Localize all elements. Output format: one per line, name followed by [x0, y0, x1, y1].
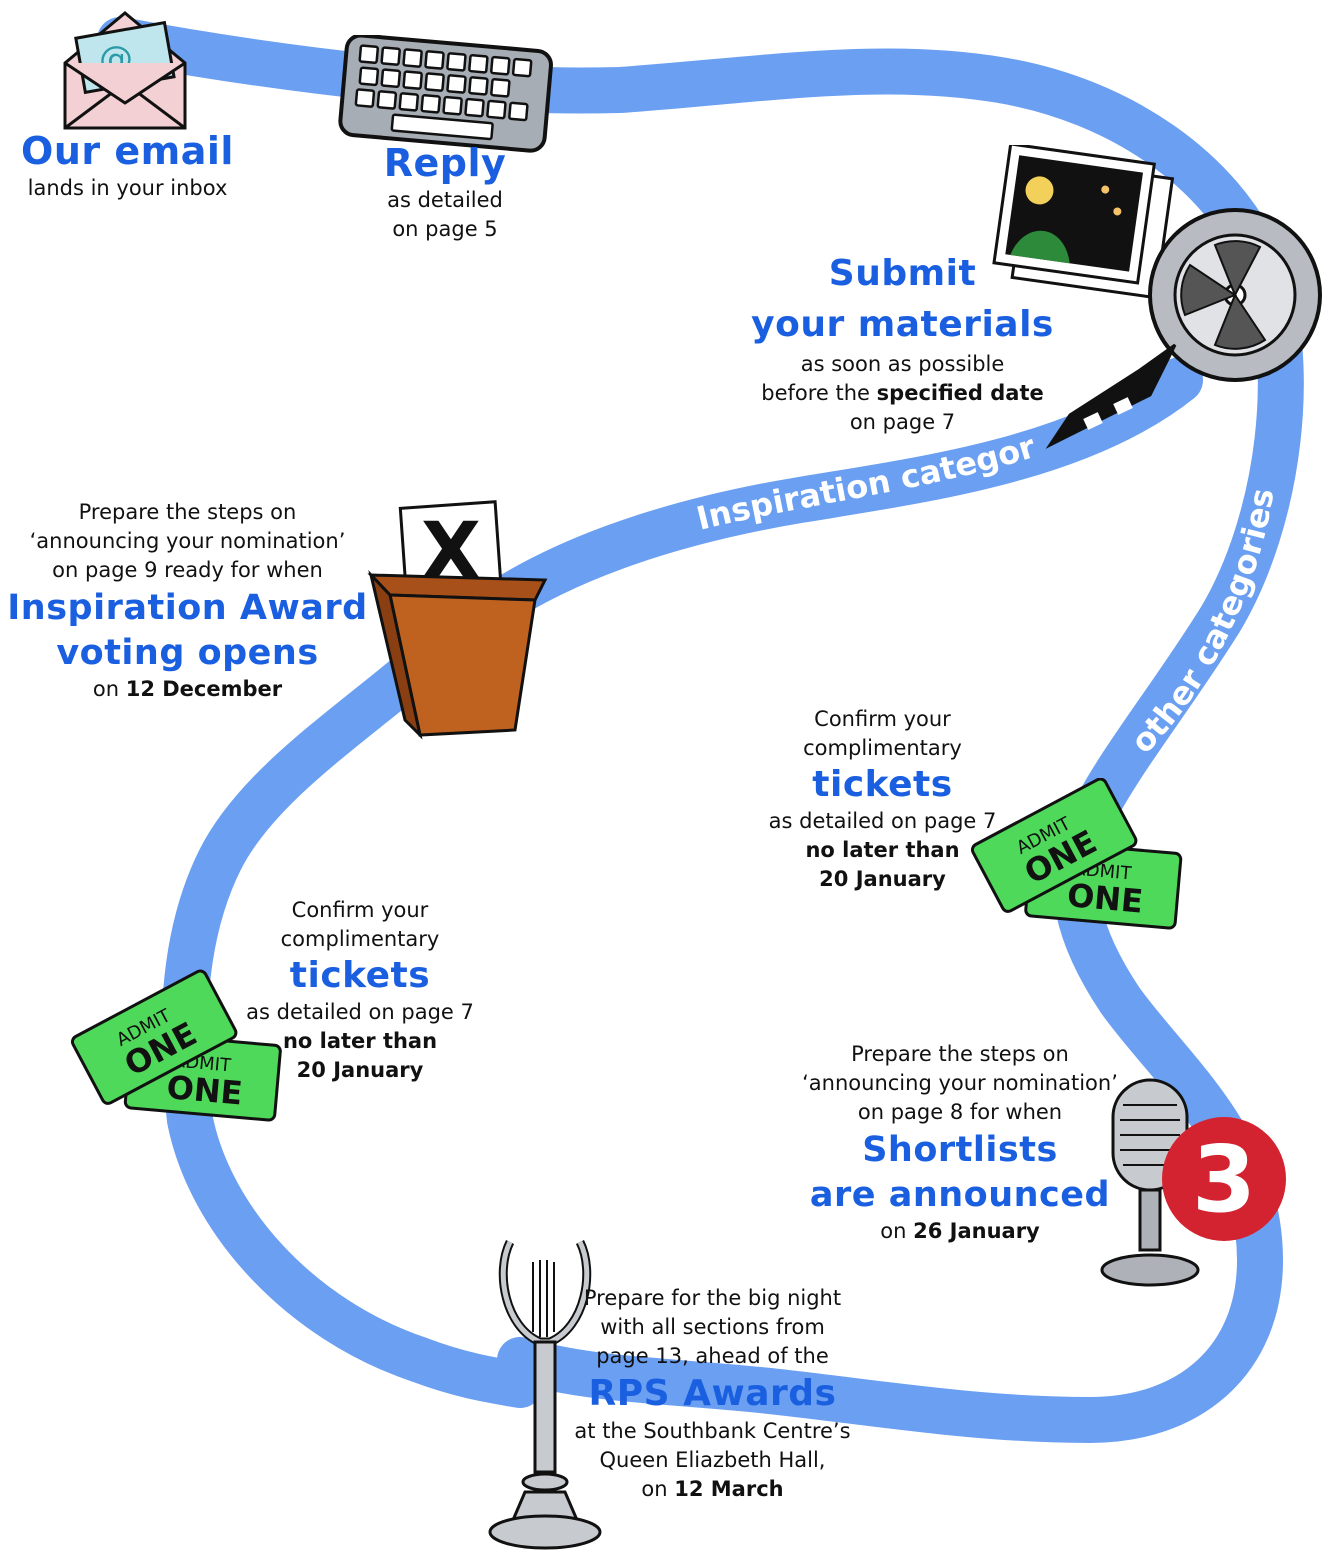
keyboard-icon [338, 35, 553, 153]
keyboard-key [490, 78, 511, 98]
awards-date: on 12 March [641, 1477, 784, 1501]
email-title: Our email [21, 129, 234, 173]
tickets-left-title: tickets [289, 955, 431, 996]
svg-text:3: 3 [1192, 1126, 1256, 1233]
tickets-left-pre-1: Confirm your [291, 898, 429, 922]
voting-pre-1: Prepare the steps on [78, 500, 297, 524]
shortlists-pre-3: on page 8 for when [857, 1100, 1063, 1124]
number-three-badge: 3 [1162, 1117, 1286, 1241]
voting-title-1: Inspiration Award [7, 588, 368, 628]
email-line: lands in your inbox [27, 176, 228, 200]
tickets-left-bold-1: no later than [282, 1029, 438, 1053]
keyboard-key [402, 70, 423, 90]
keyboard-key [402, 48, 423, 68]
keyboard-key [442, 95, 463, 116]
envelope-icon: @ [63, 11, 187, 130]
tickets-left-bold-2: 20 January [296, 1058, 424, 1082]
keyboard-key [464, 97, 485, 118]
awards-line-2: Queen Eliazbeth Hall, [599, 1448, 826, 1472]
keyboard-key [486, 99, 507, 120]
keyboard-key [424, 72, 445, 92]
reply-title: Reply [383, 141, 507, 185]
step-rps-awards: Prepare for the big night with all secti… [565, 1284, 860, 1504]
shortlists-pre-1: Prepare the steps on [851, 1042, 1069, 1066]
keyboard-key [358, 66, 380, 87]
submit-line-1: as soon as possible [800, 352, 1005, 376]
keyboard-key [490, 55, 511, 76]
keyboard-key [380, 46, 401, 66]
submit-line-3: on page 7 [849, 410, 956, 434]
keyboard-key [420, 93, 441, 114]
other-categories-label: other categories [1123, 486, 1281, 761]
step-submit: Submit your materials as soon as possibl… [750, 248, 1055, 437]
keyboard-key [380, 68, 402, 89]
step-reply: Reply as detailed on page 5 [355, 140, 535, 244]
keyboard-key [468, 53, 489, 74]
keyboard-key [508, 101, 529, 122]
awards-pre-3: page 13, ahead of the [596, 1344, 829, 1368]
svg-text:ONE: ONE [165, 1068, 244, 1112]
reply-line-1: as detailed [387, 188, 503, 212]
shortlists-title-1: Shortlists [862, 1130, 1058, 1170]
voting-pre-2: ‘announcing your nomination’ [29, 529, 346, 553]
step-our-email: Our email lands in your inbox [20, 128, 235, 203]
keyboard-key [446, 52, 467, 72]
tickets-right-title: tickets [812, 764, 953, 805]
awards-pre-2: with all sections from [600, 1315, 825, 1339]
keyboard-key [511, 57, 533, 78]
tickets-left-pre-2: complimentary [280, 927, 440, 951]
submit-line-2: before the specified date [761, 381, 1044, 405]
shortlists-title-2: are announced [809, 1175, 1111, 1215]
shortlists-date: on 26 January [880, 1219, 1040, 1243]
keyboard-key [376, 90, 398, 110]
tickets-right-pre-2: complimentary [803, 736, 962, 760]
tickets-right-bold-1: no later than [805, 838, 960, 862]
submit-title-1: Submit [828, 253, 977, 294]
admit-one-tickets-icon-right: ADMIT ONE ADMIT ONE [970, 778, 1183, 930]
step-tickets-left: Confirm your complimentary tickets as de… [240, 896, 480, 1085]
tickets-left-line-1: as detailed on page 7 [246, 1000, 474, 1024]
keyboard-key [358, 44, 380, 64]
reply-line-2: on page 5 [392, 217, 498, 241]
step-inspiration-voting: Prepare the steps on ‘announcing your no… [5, 498, 370, 704]
tickets-right-pre-1: Confirm your [814, 707, 951, 731]
keyboard-key [424, 50, 445, 70]
awards-line-1: at the Southbank Centre’s [574, 1419, 851, 1443]
awards-pre-1: Prepare for the big night [583, 1286, 842, 1310]
voting-pre-3: on page 9 ready for when [52, 558, 323, 582]
voting-title-2: voting opens [56, 633, 319, 673]
step-tickets-right: Confirm your complimentary tickets as de… [760, 705, 1005, 894]
road-segment-top [97, 17, 1304, 1443]
keyboard-spacebar [390, 113, 494, 141]
awards-title: RPS Awards [588, 1373, 837, 1414]
tickets-right-line-1: as detailed on page 7 [768, 809, 997, 833]
voting-date: on 12 December [92, 677, 283, 701]
step-shortlists: Prepare the steps on ‘announcing your no… [800, 1040, 1120, 1246]
tickets-right-bold-2: 20 January [819, 867, 946, 891]
keyboard-key [468, 76, 489, 96]
submit-title-2: your materials [751, 304, 1054, 345]
svg-text:ONE: ONE [1066, 876, 1145, 920]
keyboard-key [354, 88, 376, 108]
lyre-trophy-icon [488, 1239, 602, 1550]
admit-one-tickets-icon-left: ADMIT ONE ADMIT ONE [70, 969, 282, 1122]
photos-film-reel-icon [992, 145, 1322, 449]
shortlists-pre-2: ‘announcing your nomination’ [802, 1071, 1118, 1095]
road-segment-inspiration [161, 357, 1203, 1408]
ballot-box-icon: X [367, 500, 548, 740]
keyboard-key [398, 92, 420, 112]
keyboard-key [446, 74, 467, 94]
